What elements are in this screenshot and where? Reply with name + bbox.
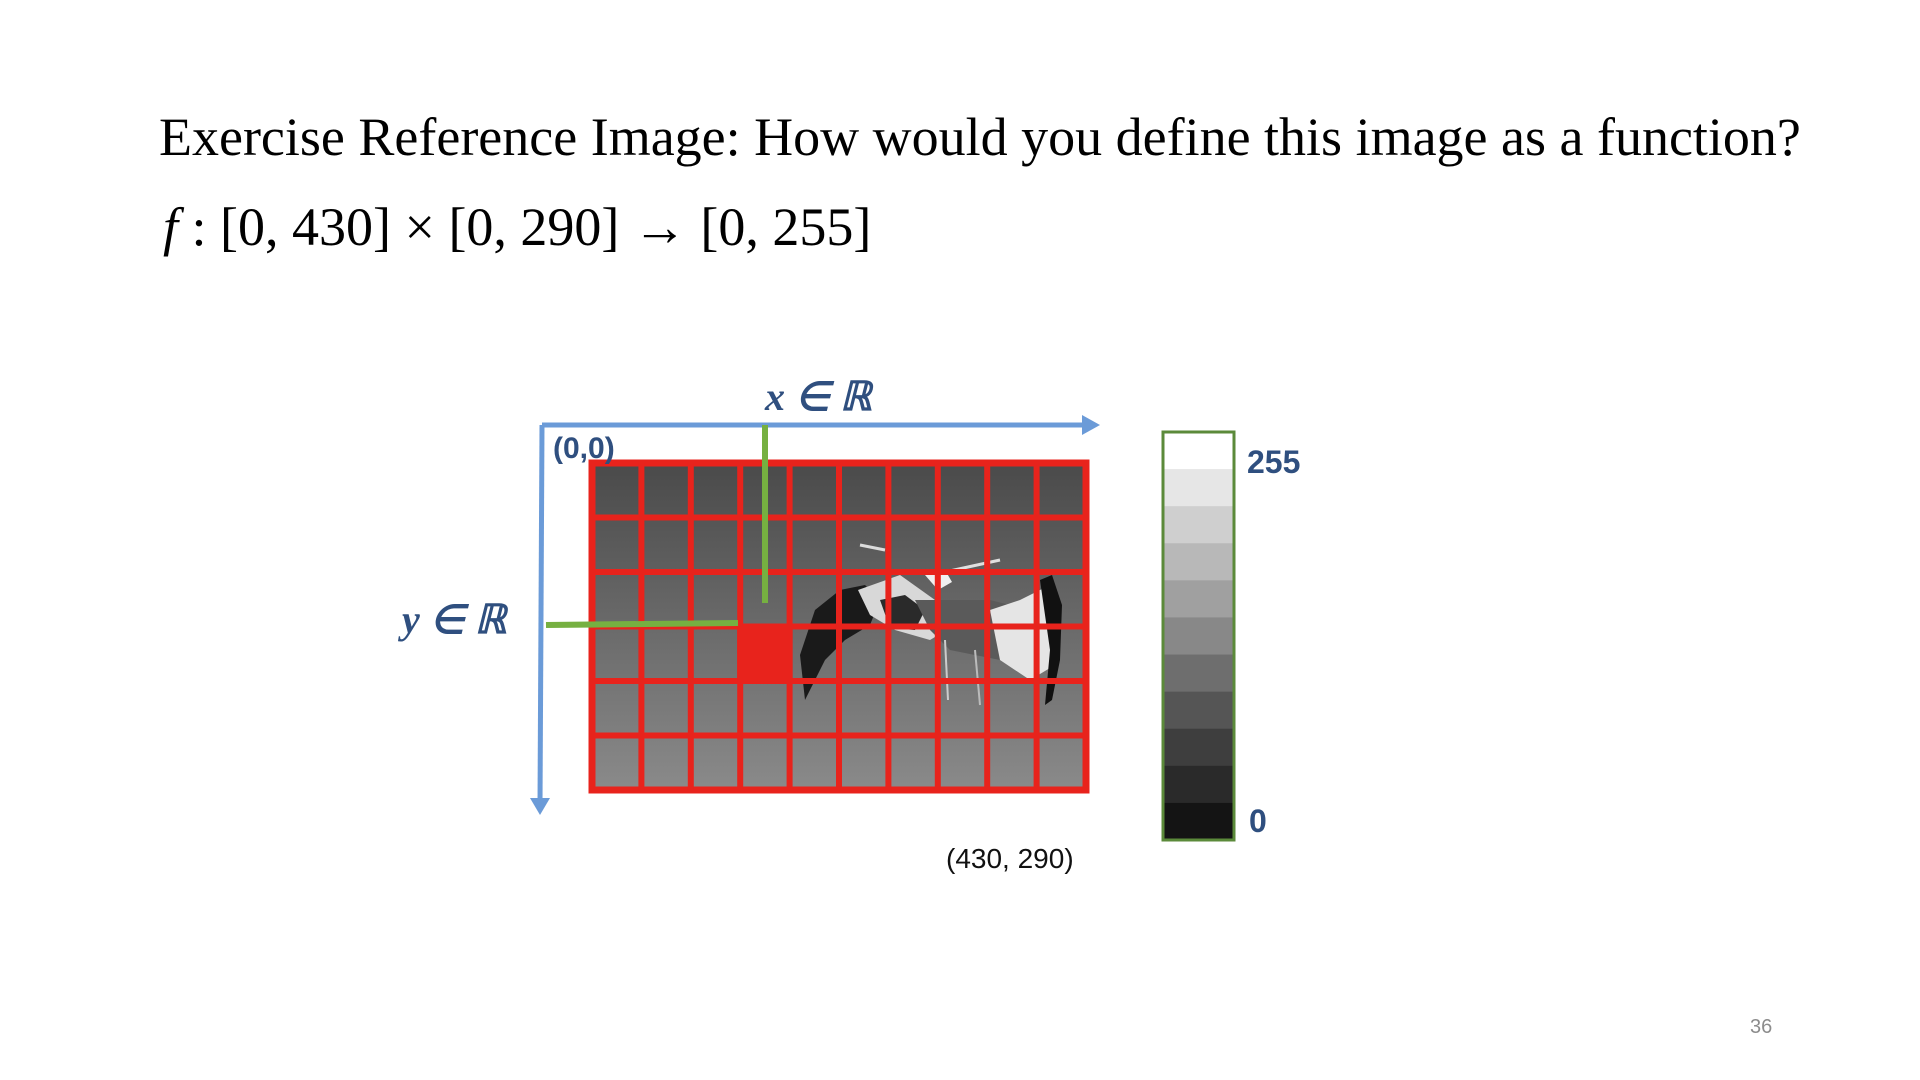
y-axis-line bbox=[537, 424, 545, 806]
grayscale-level bbox=[1163, 691, 1234, 730]
grayscale-level bbox=[1163, 765, 1234, 804]
grayscale-level bbox=[1163, 580, 1234, 618]
x-axis-arrowhead bbox=[1082, 415, 1100, 435]
x-axis-label: x ∈ ℝ bbox=[764, 374, 875, 419]
slide-title: Exercise Reference Image: How would you … bbox=[159, 107, 1801, 167]
coordinate-axes bbox=[530, 415, 1100, 815]
page-number: 36 bbox=[1750, 1016, 1773, 1038]
grayscale-level bbox=[1163, 469, 1234, 507]
grayscale-level bbox=[1163, 506, 1234, 544]
grayscale-level bbox=[1163, 802, 1234, 841]
y-axis-arrowhead bbox=[530, 798, 550, 815]
y-axis-label: y ∈ ℝ bbox=[398, 597, 510, 642]
y-marker-line bbox=[545, 620, 739, 628]
origin-label: (0,0) bbox=[553, 432, 615, 465]
corner-coordinate-label: (430, 290) bbox=[946, 843, 1074, 874]
grayscale-level bbox=[1163, 728, 1234, 767]
grayscale-scale-bar bbox=[1163, 432, 1234, 841]
grayscale-level bbox=[1163, 617, 1234, 656]
function-signature: : [0, 430] × [0, 290] → [0, 255] bbox=[178, 197, 872, 257]
function-name: f bbox=[163, 197, 179, 257]
highlighted-pixel bbox=[737, 623, 793, 684]
grayscale-level bbox=[1163, 543, 1234, 581]
scale-min-label: 0 bbox=[1249, 803, 1267, 839]
function-definition: f : [0, 430] × [0, 290] → [0, 255] bbox=[163, 200, 871, 254]
grayscale-level bbox=[1163, 654, 1234, 693]
coordinate-markers bbox=[545, 425, 768, 628]
grayscale-level bbox=[1163, 432, 1234, 470]
scale-bar-border bbox=[1161, 430, 1236, 842]
scale-max-label: 255 bbox=[1247, 444, 1300, 480]
